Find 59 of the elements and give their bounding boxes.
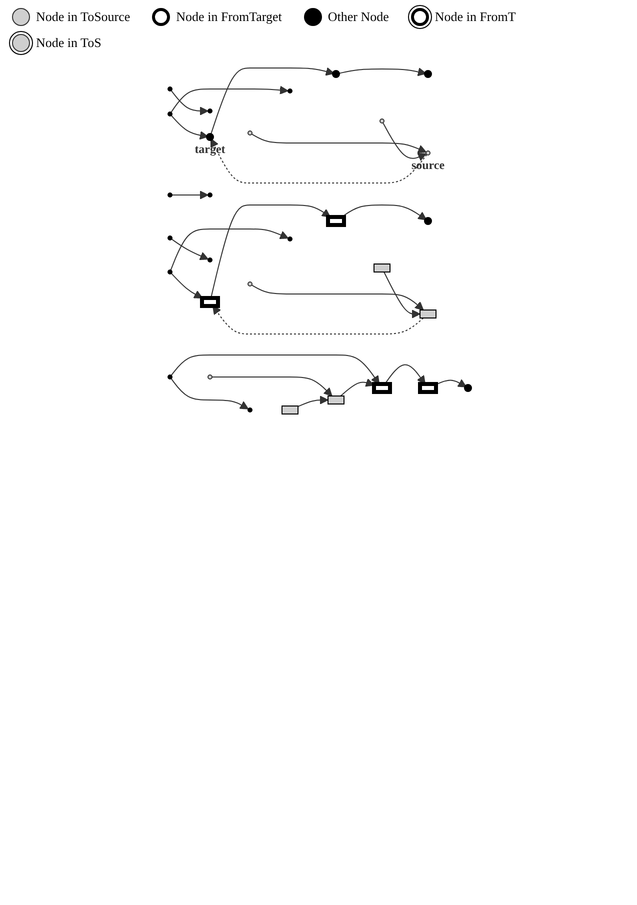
node-circle xyxy=(332,70,340,78)
legend-label: Node in ToS xyxy=(36,35,102,51)
legend-label: Other Node xyxy=(328,9,389,25)
arrow xyxy=(212,306,424,334)
node-box xyxy=(326,215,346,227)
legend-label: Node in FromTarget xyxy=(176,9,282,25)
arrow xyxy=(170,228,288,271)
node-circle xyxy=(207,192,212,198)
arrow xyxy=(170,272,202,298)
arrow xyxy=(171,190,208,200)
arrow xyxy=(250,284,424,310)
node-circle xyxy=(167,192,172,198)
node-box xyxy=(373,264,390,272)
node-box xyxy=(419,310,436,318)
node-circle xyxy=(379,118,384,124)
node-circle xyxy=(424,217,432,225)
arrow xyxy=(382,122,426,162)
legend-label: Node in ToSource xyxy=(36,9,130,25)
arrow xyxy=(210,138,427,184)
node-circle xyxy=(207,258,212,262)
node-box xyxy=(372,382,392,394)
node-circle xyxy=(247,130,252,136)
arrow xyxy=(250,134,426,154)
arrow xyxy=(170,90,208,116)
arrow xyxy=(210,67,334,136)
node-circle xyxy=(167,112,172,116)
node-circle xyxy=(207,374,212,380)
arrow xyxy=(170,354,380,384)
node-circle xyxy=(247,408,252,412)
node-box xyxy=(327,396,344,404)
arrow xyxy=(170,238,208,260)
node-circle xyxy=(247,282,252,286)
node-circle xyxy=(167,374,172,380)
node-box xyxy=(418,382,438,394)
node-caption: target xyxy=(194,142,225,156)
node-circle xyxy=(424,70,432,78)
arrow xyxy=(384,364,426,384)
node-circle xyxy=(167,236,172,240)
node-circle xyxy=(167,270,172,274)
arrow xyxy=(383,272,420,318)
node-circle xyxy=(287,88,292,94)
arrow xyxy=(210,204,330,298)
arrow xyxy=(340,378,374,396)
node-box xyxy=(200,296,220,308)
node-circle xyxy=(425,150,430,156)
node-circle xyxy=(206,133,214,141)
arrow xyxy=(211,376,332,396)
node-circle xyxy=(287,236,292,242)
node-circle xyxy=(167,86,172,92)
legend-label: Node in FromT xyxy=(434,9,516,25)
node-box xyxy=(281,406,298,414)
arrow xyxy=(170,378,248,410)
arrow xyxy=(170,115,208,140)
node-caption: source xyxy=(410,158,444,172)
node-circle xyxy=(464,384,472,392)
node-circle xyxy=(207,108,212,114)
arrow xyxy=(170,86,288,113)
arrow xyxy=(297,396,328,408)
arrow xyxy=(435,379,466,388)
